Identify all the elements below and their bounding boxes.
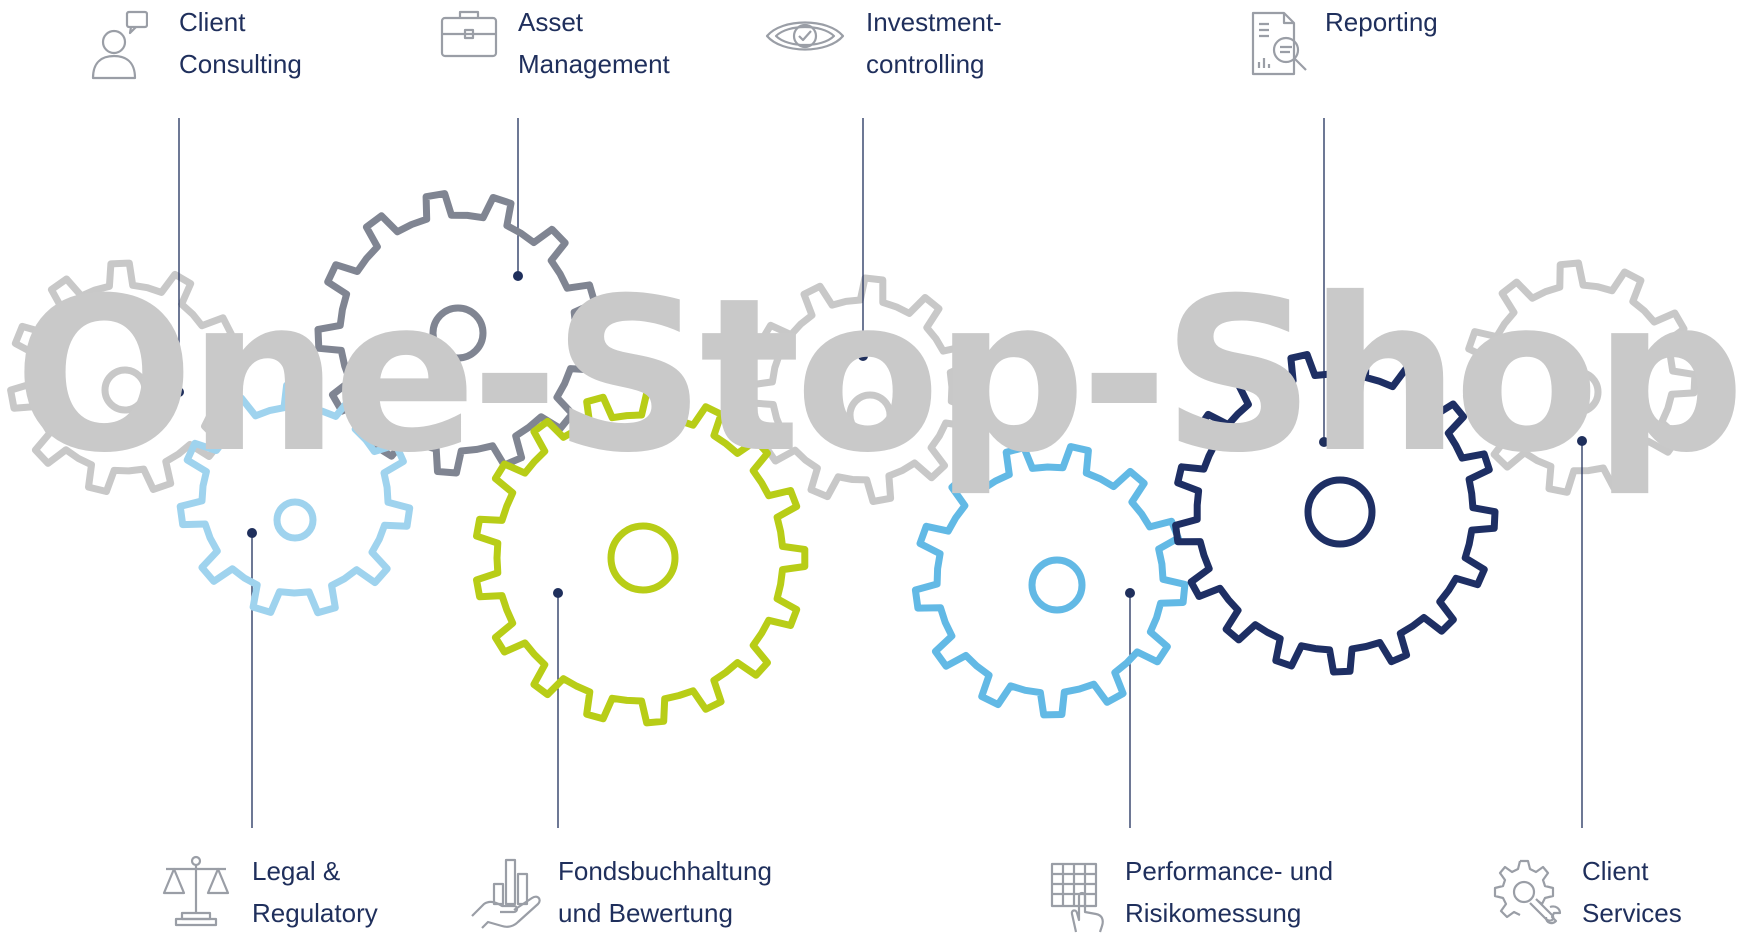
gear-wrench-icon <box>1490 855 1566 931</box>
connector-dot <box>174 387 184 397</box>
gear-light-gray-right <box>1462 259 1699 496</box>
eye-icon <box>764 16 846 56</box>
person-speech-icon <box>90 8 148 80</box>
connector-dot <box>1125 588 1135 598</box>
connector-dot <box>1577 436 1587 446</box>
hand-chart-icon <box>470 856 546 932</box>
gear-slate <box>314 190 601 477</box>
gear-light-gray-middle <box>746 274 976 505</box>
connector-dot <box>513 271 523 281</box>
gear-sky-blue <box>911 443 1189 719</box>
gear-dark-navy <box>1172 349 1499 676</box>
gear-light-gray-left <box>7 259 244 495</box>
gear-light-blue <box>176 381 414 617</box>
one-stop-shop-watermark: One-Stop-Shop <box>13 252 1745 499</box>
gear-green <box>473 389 809 727</box>
briefcase-icon <box>440 8 498 58</box>
investment-controlling-label: Investment-controlling <box>866 7 1002 79</box>
connector-dot <box>247 528 257 538</box>
connector-dot <box>553 588 563 598</box>
scales-icon <box>160 855 232 927</box>
connector-dot <box>858 351 868 361</box>
connector-dot <box>1319 437 1329 447</box>
document-search-icon <box>1250 10 1310 78</box>
spreadsheet-hand-icon <box>1050 862 1112 934</box>
reporting-label: Reporting <box>1325 7 1438 37</box>
legal-regulatory-label: Legal &Regulatory <box>252 856 378 928</box>
